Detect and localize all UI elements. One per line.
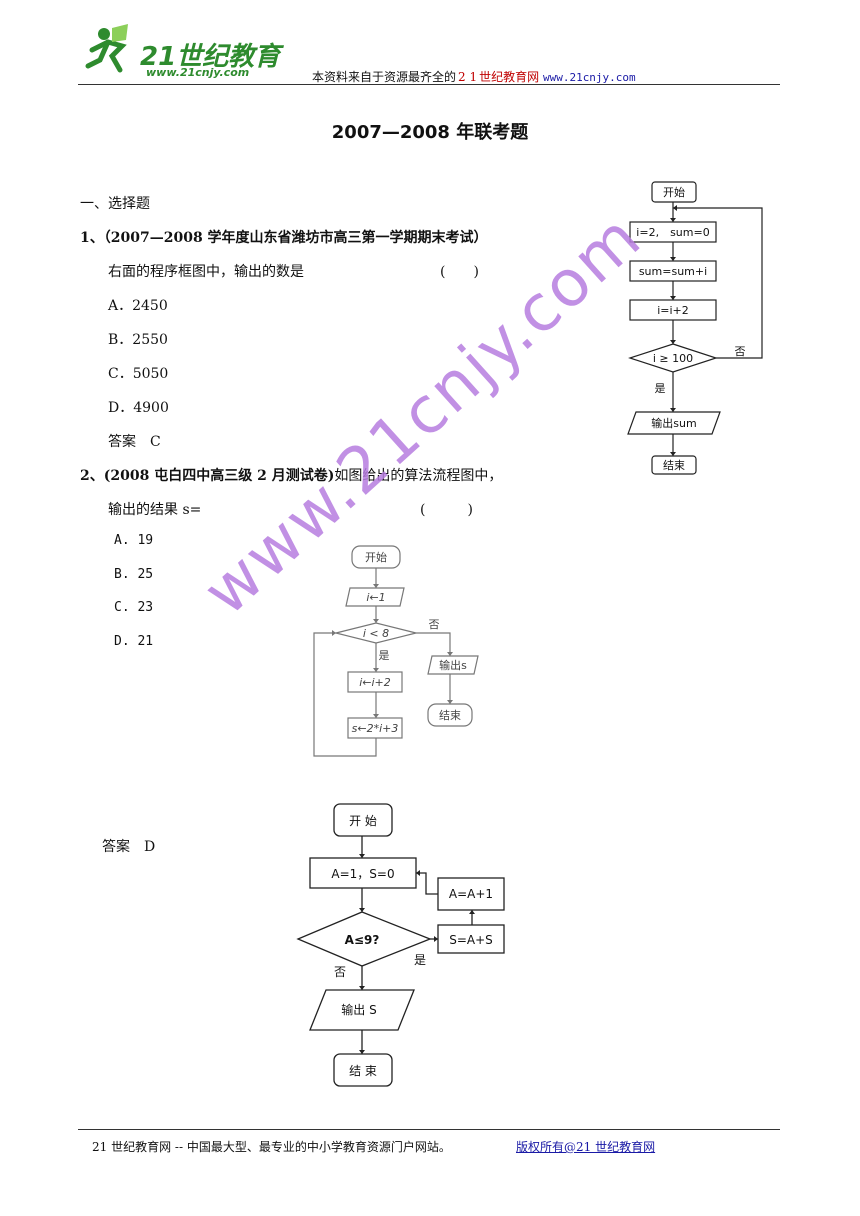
footer-divider	[78, 1129, 780, 1130]
q2-option-c: C. 23	[114, 600, 154, 615]
q1-option-c: C．5050	[108, 366, 169, 382]
flow2-end: 结束	[439, 709, 461, 722]
logo	[82, 20, 282, 82]
flow1-yes: 是	[655, 382, 666, 395]
flow2-step1: i←i+2	[359, 676, 391, 689]
q1-option-d: D．4900	[108, 400, 169, 416]
slogan-num: 2 1	[458, 70, 478, 84]
q2-option-d: D. 21	[114, 634, 154, 649]
slogan-url[interactable]: www.21cnjy.com	[542, 71, 636, 84]
flow1-start: 开始	[663, 185, 685, 199]
flow1-step1: sum=sum+i	[639, 265, 707, 278]
q1-option-a: A．2450	[108, 298, 168, 314]
slogan-brand: 世纪教育网	[479, 70, 540, 84]
flowchart-2: 开始 i←1 i < 8 否 是 i←i+2 s←2*i+3 输出s 结束	[313, 545, 479, 757]
flow1-no: 否	[735, 345, 746, 358]
q2-option-b: B. 25	[114, 567, 154, 582]
flowchart-1: 开始 i=2, sum=0 sum=sum+i i=i+2 i ≥ 100 否 …	[627, 181, 763, 475]
q1-paren: ( )	[440, 264, 479, 280]
flow3-init: A=1，S=0	[331, 867, 394, 881]
flow1-step2: i=i+2	[657, 304, 689, 317]
flow3-output: 输出 S	[341, 1002, 376, 1017]
q2-number: 2、	[80, 468, 104, 484]
flow1-end: 结束	[663, 459, 685, 472]
flow3-end: 结 束	[349, 1064, 377, 1078]
flow2-no: 否	[429, 618, 440, 631]
q1-source: （2007—2008 学年度山东省潍坊市高三第一学期期末考试）	[103, 230, 488, 246]
logo-url: www.21cnjy.com	[146, 66, 250, 79]
footer-copyright-link[interactable]: 版权所有@21 世纪教育网	[516, 1140, 656, 1154]
q1-option-b: B．2550	[108, 332, 168, 348]
q2-stem-tail: 如图给出的算法流程图中，	[334, 468, 503, 484]
runner-logo-icon	[85, 24, 128, 73]
q2-option-a: A. 19	[114, 533, 154, 548]
q2-answer: 答案 D	[102, 839, 156, 855]
flow3-step-a: A=A+1	[449, 887, 493, 901]
q2-heading: 2、(2008 屯白四中高三级 2 月测试卷)如图给出的算法流程图中，	[80, 465, 502, 485]
q1-number: 1、	[80, 230, 104, 246]
flow3-cond: A≤9?	[345, 933, 380, 947]
flow1-cond: i ≥ 100	[653, 352, 693, 365]
flow3-yes: 是	[414, 953, 426, 967]
q2-stem: 输出的结果 s=	[108, 502, 202, 518]
q2-paren: ( )	[420, 502, 473, 518]
section-heading: 一、选择题	[80, 196, 150, 212]
flow1-init: i=2, sum=0	[636, 226, 709, 239]
flow3-start: 开 始	[349, 814, 377, 828]
flow1-output: 输出sum	[651, 416, 696, 430]
q2-source: (2008 屯白四中高三级 2 月测试卷)	[103, 468, 335, 484]
flow2-step2: s←2*i+3	[352, 722, 399, 735]
header-divider	[78, 84, 780, 85]
slogan-prefix: 本资料来自于资源最齐全的	[312, 70, 457, 84]
flow2-start: 开始	[365, 550, 387, 564]
footer-text: 21 世纪教育网 -- 中国最大型、最专业的中小学教育资源门户网站。	[92, 1140, 451, 1154]
flow2-output: 输出s	[439, 658, 467, 672]
q1-answer: 答案 C	[108, 434, 161, 450]
flow3-step-s: S=A+S	[449, 933, 493, 947]
q1-stem: 右面的程序框图中，输出的数是	[108, 264, 304, 280]
flow2-yes: 是	[379, 649, 390, 662]
q1-heading: 1、（2007—2008 学年度山东省潍坊市高三第一学期期末考试）	[80, 227, 488, 247]
logo-text: 21世纪教育	[140, 42, 281, 72]
page-title: 2007—2008 年联考题	[331, 122, 529, 143]
flow2-init: i←1	[366, 591, 385, 604]
flow2-cond: i < 8	[363, 627, 389, 640]
flowchart-3: 开 始 A=1，S=0 A≤9? S=A+S A=A+1 是 否 输出 S 结 …	[296, 803, 505, 1087]
flow3-no: 否	[334, 965, 346, 979]
